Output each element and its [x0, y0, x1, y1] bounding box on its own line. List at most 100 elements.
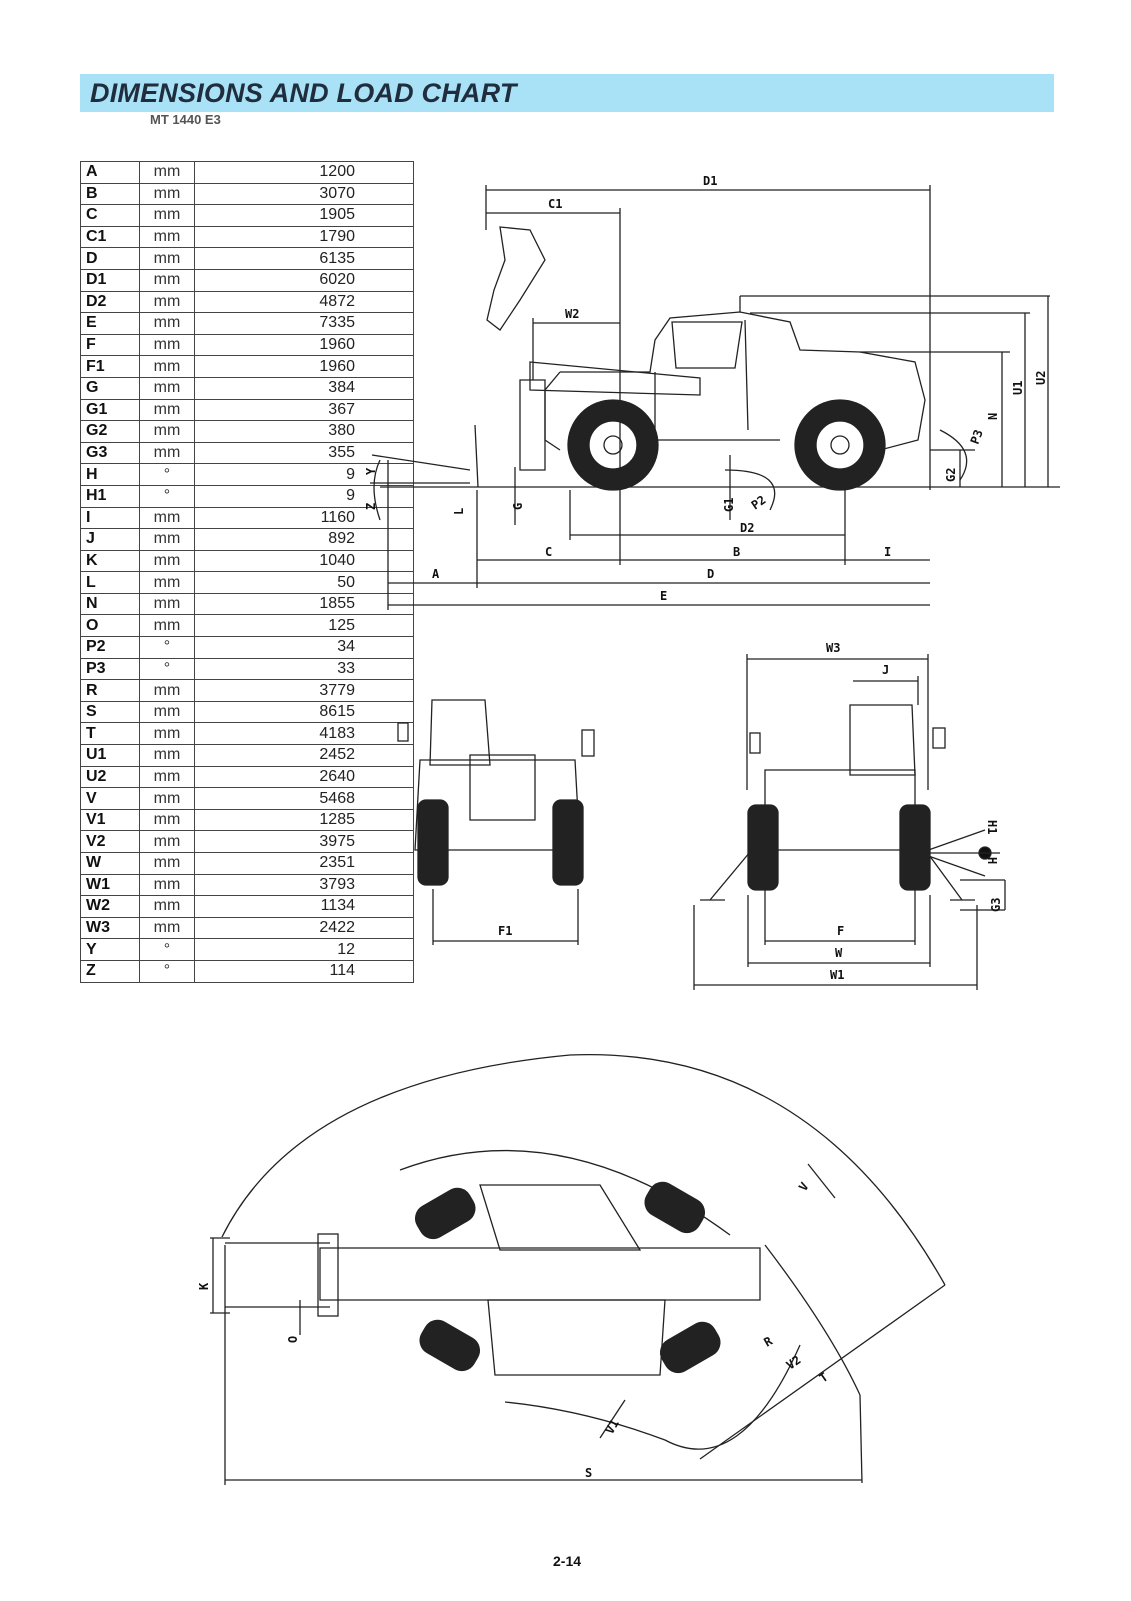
- label-R: R: [762, 1333, 776, 1349]
- label-B: B: [733, 545, 740, 559]
- dimension-unit: mm: [139, 506, 195, 530]
- label-G3: G3: [989, 898, 1003, 912]
- dimension-value: 7335: [194, 312, 414, 335]
- rear-view-drawing: W3 J H1 H G3 F W W1: [693, 641, 1006, 990]
- page-title: DIMENSIONS AND LOAD CHART: [90, 78, 517, 108]
- label-D: D: [707, 567, 714, 581]
- label-A: A: [432, 567, 440, 581]
- dimension-value: 1790: [194, 225, 414, 249]
- dimension-unit: mm: [139, 852, 195, 875]
- dimension-unit: mm: [139, 204, 195, 227]
- model-subtitle: MT 1440 E3: [150, 112, 221, 127]
- label-G1: G1: [722, 498, 736, 512]
- label-C: C: [545, 545, 552, 559]
- label-O: O: [286, 1336, 300, 1343]
- label-L: L: [452, 508, 466, 515]
- dimension-value: 1905: [194, 204, 414, 227]
- label-W: W: [835, 946, 843, 960]
- label-P3: P3: [968, 428, 986, 446]
- label-I: I: [884, 545, 891, 559]
- dimension-unit: mm: [139, 355, 195, 378]
- front-view-drawing: F1: [397, 699, 595, 945]
- dimension-unit: mm: [139, 161, 195, 184]
- dimension-value: 4183: [194, 722, 414, 746]
- label-G: G: [511, 503, 525, 510]
- label-K: K: [197, 1282, 211, 1290]
- dimension-unit: mm: [139, 787, 195, 810]
- label-N: N: [986, 413, 1000, 420]
- dimension-unit: mm: [139, 441, 195, 465]
- dimension-code: A: [80, 161, 140, 184]
- label-G2: G2: [944, 468, 958, 482]
- dimension-value: 2351: [194, 852, 414, 875]
- label-P2: P2: [749, 493, 769, 513]
- dimension-row: H°9: [80, 463, 414, 486]
- label-H: H: [985, 857, 999, 864]
- dimension-code: P3: [80, 657, 140, 681]
- label-H1: H1: [985, 820, 999, 834]
- top-view-drawing: K O V R V2 T V1 S: [197, 1053, 946, 1485]
- label-C1: C1: [548, 197, 562, 211]
- label-T: T: [817, 1370, 831, 1386]
- dimension-value: 1200: [194, 161, 414, 184]
- label-D1: D1: [703, 174, 717, 188]
- label-V: V: [796, 1180, 812, 1194]
- dimension-code: W3: [80, 916, 140, 940]
- label-V2: V2: [784, 1353, 804, 1373]
- label-U1: U1: [1011, 381, 1025, 395]
- dimension-code: V2: [80, 830, 140, 853]
- label-Y: Y: [364, 467, 378, 475]
- dimension-row: P2°34: [80, 636, 414, 659]
- dimension-unit: mm: [139, 571, 195, 594]
- label-W2: W2: [565, 307, 579, 321]
- dimension-row: P3°33: [80, 657, 414, 681]
- dimension-code: C1: [80, 225, 140, 249]
- label-V1: V1: [602, 1417, 621, 1437]
- page-number: 2-14: [553, 1553, 582, 1569]
- dimension-code: Z: [80, 959, 140, 983]
- label-J: J: [882, 663, 889, 677]
- label-S: S: [585, 1466, 592, 1480]
- dimension-unit: mm: [139, 592, 195, 616]
- dimension-unit: mm: [139, 614, 195, 638]
- dimension-unit: mm: [139, 398, 195, 422]
- label-Z: Z: [364, 503, 378, 510]
- label-F: F: [837, 924, 844, 938]
- dimension-code: P2: [80, 636, 140, 659]
- label-F1: F1: [498, 924, 512, 938]
- header-bar: [80, 74, 1054, 112]
- label-E: E: [660, 589, 667, 603]
- label-D2: D2: [740, 521, 754, 535]
- dimension-value: 114: [194, 959, 414, 983]
- dimension-unit: mm: [139, 528, 195, 551]
- dimension-unit: mm: [139, 225, 195, 249]
- dimension-value: 892: [194, 528, 414, 551]
- label-W3: W3: [826, 641, 840, 655]
- dimension-value: 3793: [194, 873, 414, 897]
- dimension-row: Z°114: [80, 959, 414, 983]
- label-W1: W1: [830, 968, 844, 982]
- side-view-drawing: D1 C1 W2 U1 U2 N P3 G2 Y Z L G G1 P2 D2 …: [364, 174, 1060, 610]
